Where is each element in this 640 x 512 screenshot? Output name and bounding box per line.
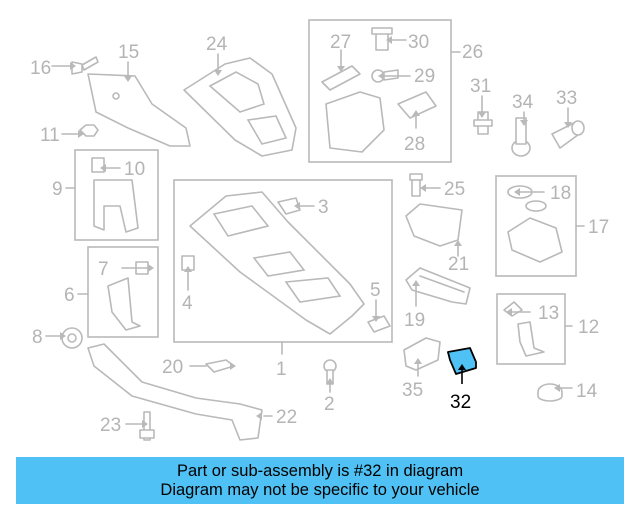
callout-35: 35 <box>402 380 423 401</box>
callout-12: 12 <box>578 317 599 338</box>
bolt-25-icon <box>409 173 423 197</box>
knob-29-icon <box>371 69 399 83</box>
group-box-6 <box>87 246 159 338</box>
nut-8-icon <box>61 327 83 349</box>
nut-11-icon <box>79 124 99 137</box>
cupholder-17-icon <box>507 217 563 263</box>
console-1-icon <box>189 191 365 335</box>
callout-33: 33 <box>556 88 577 109</box>
shift-panel-24-icon <box>183 57 297 157</box>
callout-13: 13 <box>538 303 559 324</box>
callout-17: 17 <box>588 217 609 238</box>
callout-5: 5 <box>370 280 381 301</box>
callout-18: 18 <box>550 183 571 204</box>
callout-34: 34 <box>512 92 534 113</box>
callout-32: 32 <box>450 392 471 413</box>
callout-19: 19 <box>404 310 425 331</box>
callout-20: 20 <box>162 357 183 378</box>
bolt-16-icon <box>71 56 99 75</box>
callout-7: 7 <box>98 259 109 280</box>
exploded-parts-diagram: 16 15 11 24 27 30 29 26 28 31 34 33 10 9… <box>30 19 609 441</box>
callout-1: 1 <box>276 359 287 380</box>
clip-20-icon <box>205 359 235 373</box>
plug-4-icon <box>181 255 195 271</box>
banner-line-2: Diagram may not be specific to your vehi… <box>160 480 480 499</box>
mat-19-icon <box>405 267 471 305</box>
side-panel-15-icon <box>87 73 191 147</box>
callout-25: 25 <box>444 179 465 200</box>
part-32-highlighted-icon <box>447 347 477 375</box>
callout-16: 16 <box>30 58 51 79</box>
ring-18-icon <box>507 185 547 212</box>
group-box-12 <box>496 293 566 365</box>
bracket-6-icon <box>107 277 141 331</box>
callout-6: 6 <box>64 285 75 306</box>
callout-22: 22 <box>276 407 297 428</box>
callout-26: 26 <box>462 42 483 63</box>
duct-22-icon <box>87 343 263 441</box>
callout-31: 31 <box>470 76 491 97</box>
callout-11: 11 <box>40 125 60 146</box>
callout-4: 4 <box>182 293 193 314</box>
callout-28: 28 <box>404 134 425 155</box>
group-box-9 <box>74 149 159 241</box>
bracket-9-icon <box>93 179 139 233</box>
callout-21: 21 <box>448 254 469 275</box>
pad-27-icon <box>321 65 361 91</box>
callout-10: 10 <box>124 159 145 180</box>
tray-21-icon <box>405 203 463 247</box>
callout-29: 29 <box>414 66 435 87</box>
leader-lines <box>45 39 585 425</box>
callout-27: 27 <box>330 32 351 53</box>
banner-line-1: Part or sub-assembly is #32 in diagram <box>176 461 464 480</box>
socket-34-icon <box>511 117 531 157</box>
plate-28-icon <box>397 91 437 119</box>
callout-2: 2 <box>324 394 335 415</box>
callout-9: 9 <box>52 179 63 200</box>
info-banner: Part or sub-assembly is #32 in diagram D… <box>16 457 624 504</box>
arrowheads <box>60 36 572 428</box>
clip-5-icon <box>367 315 391 333</box>
trim-35-icon <box>403 337 441 371</box>
tray-26-icon <box>325 91 385 153</box>
callout-15: 15 <box>118 42 139 63</box>
callout-numbers: 16 15 11 24 27 30 29 26 28 31 34 33 10 9… <box>30 32 609 436</box>
clip-13-icon <box>503 301 523 317</box>
clip-10-icon <box>91 157 105 173</box>
callout-14: 14 <box>576 381 598 402</box>
clip-30-icon <box>371 27 393 51</box>
callout-3: 3 <box>318 197 329 218</box>
bracket-12-icon <box>517 321 545 357</box>
bolt-23-icon <box>139 411 155 441</box>
group-box-1 <box>173 179 393 343</box>
callout-8: 8 <box>32 327 43 348</box>
callout-24: 24 <box>206 34 228 55</box>
group-box-26 <box>308 19 452 163</box>
callout-30: 30 <box>408 32 429 53</box>
callout-23: 23 <box>100 415 121 436</box>
